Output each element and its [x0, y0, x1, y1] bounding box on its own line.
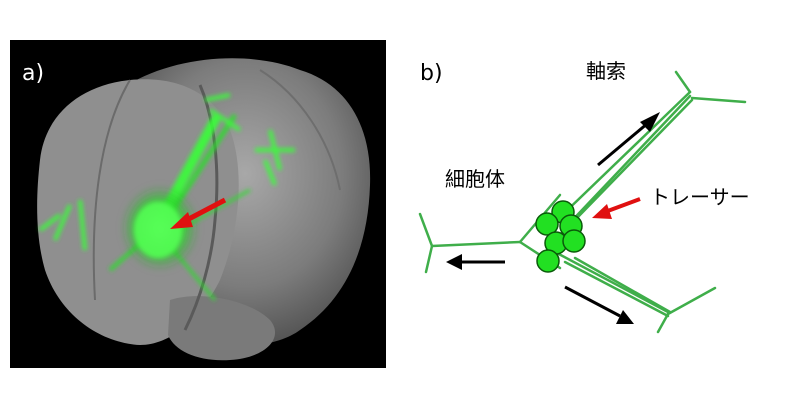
panel-a-label: a): [22, 61, 44, 86]
tracer-arrow-a: [170, 197, 227, 229]
brain-model: [37, 58, 371, 361]
